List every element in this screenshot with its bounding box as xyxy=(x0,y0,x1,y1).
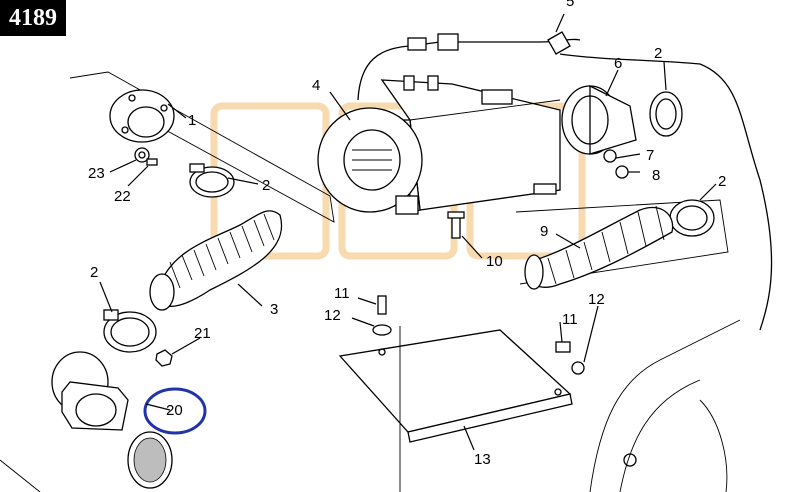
part-21-nut xyxy=(155,349,173,367)
part-9-hose xyxy=(524,205,674,290)
callout-13: 13 xyxy=(474,451,491,468)
callout-12-right: 12 xyxy=(588,291,605,308)
part-11-12-fasteners xyxy=(372,295,585,375)
left-plate-outline xyxy=(69,71,335,223)
callout-21: 21 xyxy=(194,325,211,342)
figure-number-badge: 4189 xyxy=(0,0,66,36)
part-2-clamp-right-upper xyxy=(649,91,683,137)
callout-23: 23 xyxy=(88,165,105,182)
right-plate-outline xyxy=(515,199,729,285)
callout-10: 10 xyxy=(486,253,503,270)
part-3-flex-hose xyxy=(149,210,283,311)
callout-22: 22 xyxy=(114,188,131,205)
outlet-screen xyxy=(127,431,173,489)
part-1-flange xyxy=(109,89,175,143)
callout-2-upper-left: 2 xyxy=(262,177,270,194)
callout-4: 4 xyxy=(312,77,320,94)
callout-2-lower-left: 2 xyxy=(90,264,98,281)
part-2-clamp-lower xyxy=(103,309,157,353)
part-7-8-screws xyxy=(603,149,629,179)
part-20-outlet xyxy=(51,351,129,431)
part-5-cable xyxy=(357,31,773,331)
callout-6: 6 xyxy=(614,55,622,72)
leader-lines xyxy=(99,13,717,451)
part-22-23-bolt xyxy=(134,147,158,166)
part-4-heater xyxy=(317,75,561,215)
part-2-clamp-upper xyxy=(189,163,235,198)
part-13-bracket xyxy=(338,326,573,492)
callout-2-upper-right: 2 xyxy=(654,45,662,62)
vehicle-frame xyxy=(0,319,741,492)
callout-12-left: 12 xyxy=(324,307,341,324)
callout-11-left: 11 xyxy=(334,285,350,302)
part-2-clamp-right-lower xyxy=(669,199,715,237)
callout-2-right: 2 xyxy=(718,173,726,190)
callout-7: 7 xyxy=(646,147,654,164)
callout-9: 9 xyxy=(540,223,548,240)
callout-8: 8 xyxy=(652,167,660,184)
part-10-bolt xyxy=(447,211,465,239)
part-6-blower xyxy=(561,84,637,155)
callout-20: 20 xyxy=(166,402,183,419)
callout-11-right: 11 xyxy=(562,311,578,328)
callout-3: 3 xyxy=(270,301,278,318)
highlight-circle xyxy=(143,387,207,435)
callout-5: 5 xyxy=(566,0,574,10)
callout-1: 1 xyxy=(188,112,196,129)
